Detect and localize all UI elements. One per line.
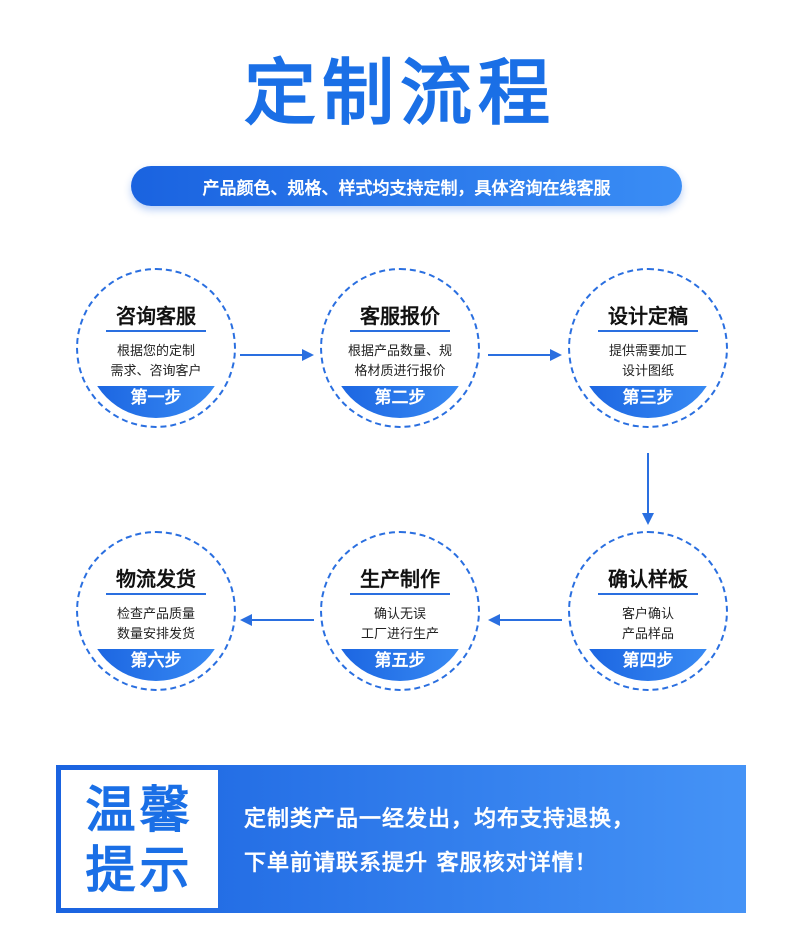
divider <box>350 593 450 595</box>
step-desc: 客户确认产品样品 <box>621 607 674 642</box>
step-desc: 提供需要加工设计图纸 <box>608 344 687 379</box>
step-desc: 确认无误工厂进行生产 <box>360 607 439 642</box>
step-title: 物流发货 <box>116 567 196 591</box>
notice-title-line1: 温馨 <box>85 781 194 839</box>
step-desc: 检查产品质量数量安排发货 <box>116 607 195 642</box>
step-badge: 第二步 <box>330 386 470 418</box>
step-title: 咨询客服 <box>116 304 196 328</box>
step-title: 生产制作 <box>360 567 440 591</box>
step-6-card: 物流发货 检查产品质量数量安排发货 第六步 <box>76 531 236 691</box>
step-badge: 第三步 <box>578 386 718 418</box>
notice-text: 定制类产品一经发出，均布支持退换， 下单前请联系提升 客服核对详情！ <box>244 798 734 886</box>
arrow-down-icon <box>642 453 654 525</box>
step-badge: 第五步 <box>330 649 470 681</box>
notice-label-box: 温馨 提示 <box>61 770 218 908</box>
step-1-card: 咨询客服 根据您的定制需求、咨询客户 第一步 <box>76 268 236 428</box>
step-5-card: 生产制作 确认无误工厂进行生产 第五步 <box>320 531 480 691</box>
step-badge: 第六步 <box>86 649 226 681</box>
step-desc: 根据您的定制需求、咨询客户 <box>110 344 202 379</box>
step-4-card: 确认样板 客户确认产品样品 第四步 <box>568 531 728 691</box>
step-ring <box>568 531 728 691</box>
step-ring <box>320 268 480 428</box>
step-ring <box>76 531 236 691</box>
step-desc: 根据产品数量、规格材质进行报价 <box>347 344 452 379</box>
arrow-right-icon <box>488 349 562 361</box>
notice-line-1: 定制类产品一经发出，均布支持退换， <box>244 807 636 832</box>
step-ring <box>76 268 236 428</box>
arrow-right-icon <box>240 349 314 361</box>
step-title: 客服报价 <box>360 304 440 328</box>
step-ring <box>320 531 480 691</box>
page-title: 定制流程 <box>243 51 556 135</box>
step-title: 设计定稿 <box>608 304 688 328</box>
arrow-left-icon <box>488 614 562 626</box>
divider <box>106 330 206 332</box>
subtitle-text: 产品颜色、规格、样式均支持定制，具体咨询在线客服 <box>202 178 611 199</box>
notice-title-line2: 提示 <box>85 841 194 899</box>
arrow-left-icon <box>240 614 314 626</box>
notice-line-2: 下单前请联系提升 客服核对详情！ <box>244 851 598 876</box>
step-ring <box>568 268 728 428</box>
divider <box>598 330 698 332</box>
step-badge: 第四步 <box>578 649 718 681</box>
step-badge: 第一步 <box>86 386 226 418</box>
divider <box>598 593 698 595</box>
step-3-card: 设计定稿 提供需要加工设计图纸 第三步 <box>568 268 728 428</box>
divider <box>350 330 450 332</box>
step-2-card: 客服报价 根据产品数量、规格材质进行报价 第二步 <box>320 268 480 428</box>
step-title: 确认样板 <box>608 567 688 591</box>
subtitle-banner: 产品颜色、规格、样式均支持定制，具体咨询在线客服 <box>131 166 682 206</box>
divider <box>106 593 206 595</box>
